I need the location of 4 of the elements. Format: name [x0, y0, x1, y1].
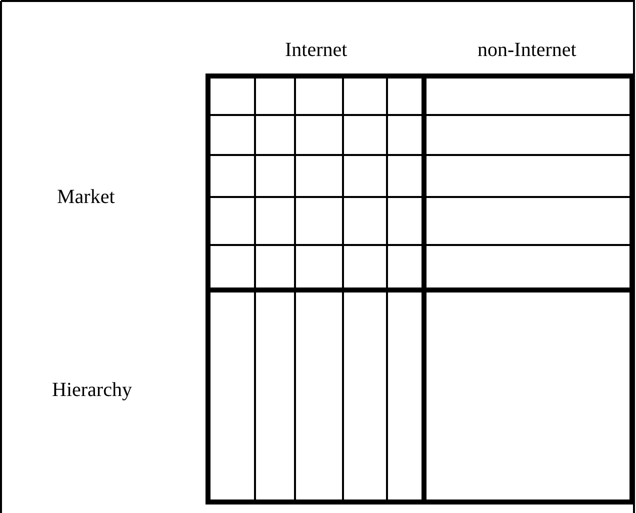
column-header: non-Internet [478, 38, 576, 62]
row-header: Hierarchy [52, 378, 132, 402]
column-header: Internet [285, 38, 348, 62]
row-header: Market [57, 185, 115, 209]
